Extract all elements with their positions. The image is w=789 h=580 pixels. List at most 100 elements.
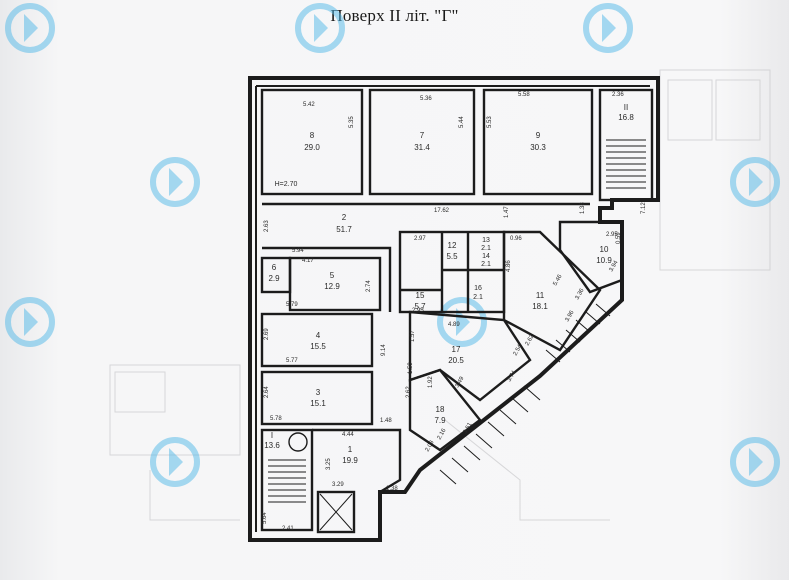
dimension-label: 1.92 xyxy=(428,376,434,388)
room-I-area: 13.6 xyxy=(264,441,280,450)
dimension-label: 1.38 xyxy=(386,486,398,492)
dimension-label: 2.36 xyxy=(612,92,624,98)
dimension-label: 2.54 xyxy=(513,343,524,357)
dimension-label: 2.95 xyxy=(606,232,618,238)
room-12-area: 5.5 xyxy=(446,252,458,261)
dimension-label: 5.58 xyxy=(518,92,530,98)
dimension-label: 5.35 xyxy=(349,116,355,128)
dimension-label: 3.96 xyxy=(565,309,576,323)
dimension-label: 1.47 xyxy=(504,206,510,218)
room-17-number: 17 xyxy=(452,345,461,354)
dimension-labels: 5.42 5.36 5.58 2.36 5.35 5.44 5.53 17.62… xyxy=(262,92,647,532)
dimension-label: 9.14 xyxy=(381,344,387,356)
room-9-number: 9 xyxy=(536,131,541,140)
room-4-number: 4 xyxy=(316,331,321,340)
room-I-number: I xyxy=(271,431,273,440)
dimension-label: 5.94 xyxy=(292,248,304,254)
room-6-number: 6 xyxy=(272,263,277,272)
dimension-label: 2.03 xyxy=(425,439,436,453)
dimension-label: 5.77 xyxy=(286,358,298,364)
dimension-label: 5.79 xyxy=(286,302,298,308)
room-5-area: 12.9 xyxy=(324,282,340,291)
column-circle xyxy=(288,432,308,452)
room-3-area: 15.1 xyxy=(310,399,326,408)
room-2-area: 51.7 xyxy=(336,225,352,234)
room-7-number: 7 xyxy=(420,131,425,140)
room-15-number: 15 xyxy=(416,291,425,300)
dimension-label: 0.59 xyxy=(616,232,622,244)
dimension-label: 7.12 xyxy=(641,202,647,214)
dimension-label: 1.59 xyxy=(408,362,414,374)
dimension-label: 2.69 xyxy=(264,328,270,340)
room-labels: 8 29.0 7 31.4 9 30.3 II 16.8 2 51.7 6 2.… xyxy=(264,103,634,465)
dimension-label: 4.89 xyxy=(448,322,460,328)
dimension-label: 5.78 xyxy=(270,416,282,422)
dimension-label: 2.62 xyxy=(525,333,536,347)
room-18-area: 7.9 xyxy=(434,416,446,425)
dimension-label: 0.96 xyxy=(510,236,522,242)
room-1-number: 1 xyxy=(348,445,353,454)
dimension-label: 3.49 xyxy=(455,375,466,389)
dimension-label: 17.62 xyxy=(434,208,450,214)
room-II-area: 16.8 xyxy=(618,113,634,122)
room-6-area: 2.9 xyxy=(268,274,280,283)
room-10-number: 10 xyxy=(600,245,609,254)
room-1-area: 19.9 xyxy=(342,456,358,465)
room-17-area: 20.5 xyxy=(448,356,464,365)
room-18-number: 18 xyxy=(436,405,445,414)
dimension-label: 2.64 xyxy=(264,386,270,398)
plan-title: Поверх ІІ літ. "Г" xyxy=(330,6,459,25)
dimension-label: 3.94 xyxy=(609,259,620,273)
dimension-label: 3.36 xyxy=(575,287,586,301)
dimension-label: 2.63 xyxy=(264,220,270,232)
dimension-label: 3.25 xyxy=(326,458,332,470)
dimension-label: 1.48 xyxy=(380,418,392,424)
dimension-label: 3.51 xyxy=(463,421,474,435)
dimension-label: 1.57 xyxy=(410,330,416,342)
dimension-label: 4.86 xyxy=(506,260,512,272)
room-14-number: 14 xyxy=(482,253,490,260)
dimension-label: 2.41 xyxy=(282,526,294,532)
room-11-number: 11 xyxy=(536,291,545,300)
room-9-area: 30.3 xyxy=(530,143,546,152)
dimension-label: 2.97 xyxy=(414,236,426,242)
room-15-area: 5.7 xyxy=(414,302,426,311)
dimension-label: 3.74 xyxy=(507,369,518,383)
room-16-area: 2.1 xyxy=(473,294,483,301)
room-II-number: II xyxy=(624,103,628,112)
dimension-label: 5.42 xyxy=(303,102,315,108)
dimension-label: 5.46 xyxy=(553,273,564,287)
stair-hatching xyxy=(268,139,646,531)
room-14-area: 2.1 xyxy=(481,261,491,268)
room-13-area: 2.1 xyxy=(481,245,491,252)
room-8-number: 8 xyxy=(310,131,315,140)
watermark-icons xyxy=(5,3,780,487)
interior-walls xyxy=(260,88,654,534)
room-8-area: 29.0 xyxy=(304,143,320,152)
room-5-number: 5 xyxy=(330,271,335,280)
dimension-label: 3.29 xyxy=(332,482,344,488)
room-13-number: 13 xyxy=(482,237,490,244)
dimension-label: 5.53 xyxy=(487,116,493,128)
room-2-number: 2 xyxy=(342,213,347,222)
dimension-label: 2.74 xyxy=(366,280,372,292)
room-16-number: 16 xyxy=(474,285,482,292)
room-10-area: 10.9 xyxy=(596,256,612,265)
room-11-area: 18.1 xyxy=(532,302,548,311)
dimension-label: 4.44 xyxy=(342,432,354,438)
ceiling-height-note: H=2.70 xyxy=(275,181,298,188)
dimension-label: 2.95 xyxy=(412,308,424,314)
dimension-label: 2.16 xyxy=(437,427,448,441)
room-4-area: 15.5 xyxy=(310,342,326,351)
dimension-label: 5.64 xyxy=(262,512,268,524)
room-7-area: 31.4 xyxy=(414,143,430,152)
dimension-label: 5.44 xyxy=(459,116,465,128)
dimension-label: 2.62 xyxy=(406,386,412,398)
room-3-number: 3 xyxy=(316,388,321,397)
room-12-number: 12 xyxy=(448,241,457,250)
dimension-label: 4.17 xyxy=(302,258,314,264)
dimension-label: 5.36 xyxy=(420,96,432,102)
dimension-label: 1.38 xyxy=(580,202,586,214)
